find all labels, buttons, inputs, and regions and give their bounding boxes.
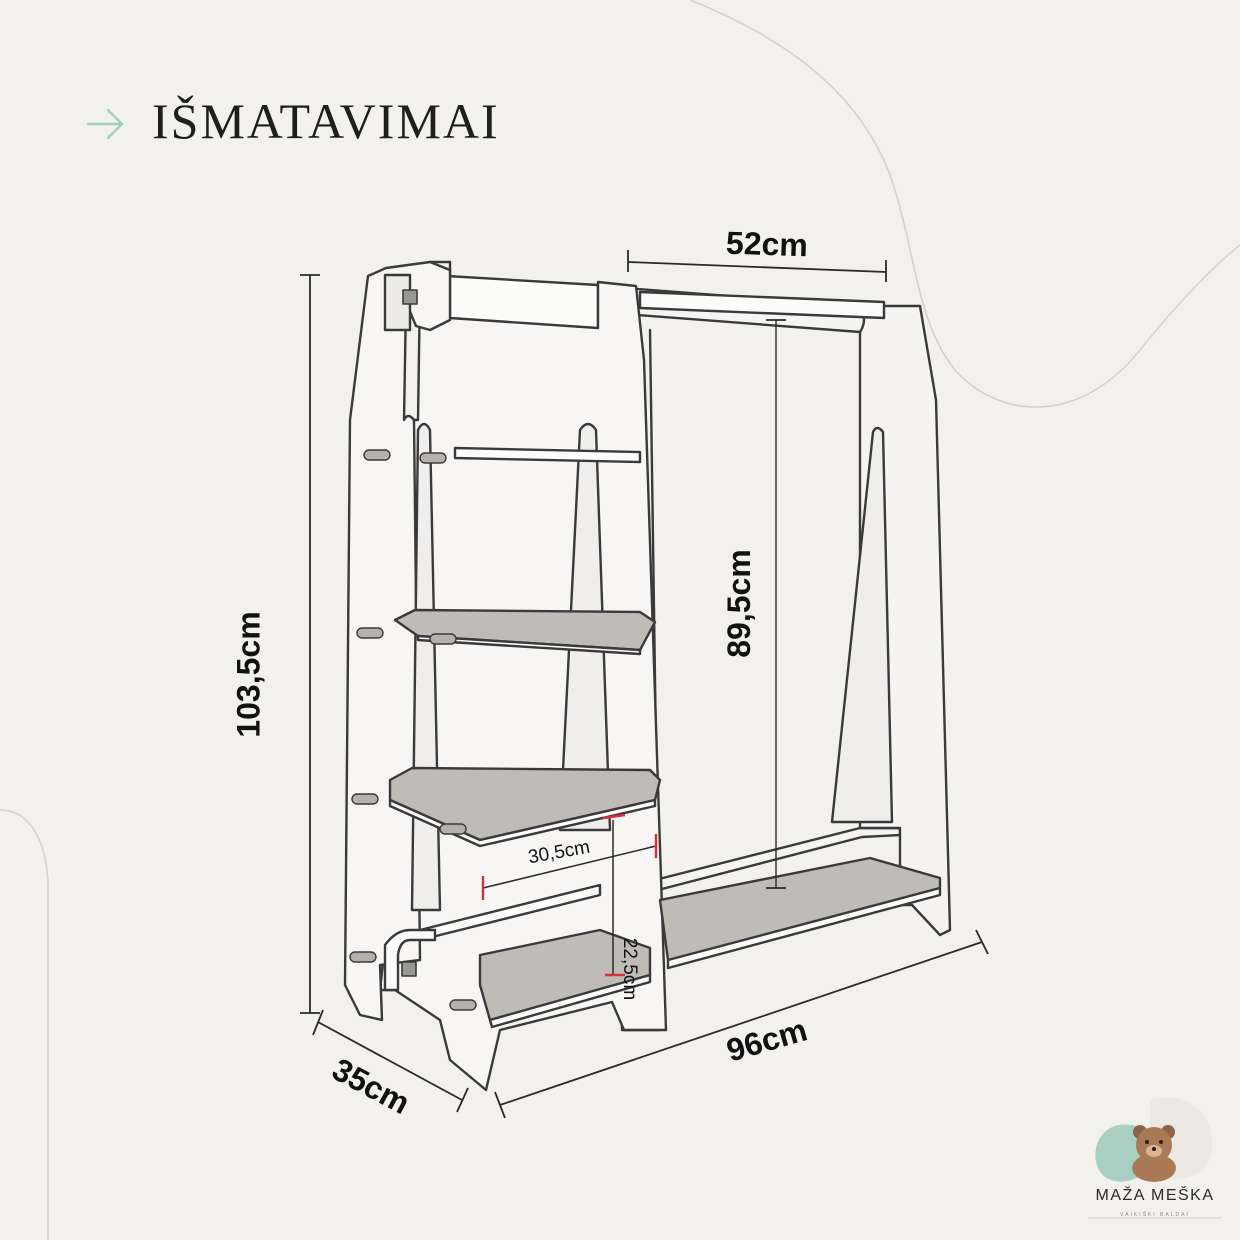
dimension-lines	[300, 250, 989, 1119]
total-height-label: 103,5cm	[230, 611, 267, 738]
brand-tagline: VAIKIŠKI BALDAI	[1120, 1212, 1190, 1218]
brand-name: MAŽA MEŠKA	[1095, 1187, 1215, 1204]
title-arrow-icon	[86, 108, 124, 140]
arrow-right-icon	[86, 101, 126, 141]
rail-width-label: 52cm	[725, 224, 809, 264]
title-block: IŠMATAVIMAI	[86, 92, 500, 150]
rack-drawing	[343, 260, 952, 1092]
page-title: IŠMATAVIMAI	[152, 93, 500, 149]
hanging-height-label: 89,5cm	[720, 549, 757, 658]
shelf-gap-label: 22,5cm	[619, 937, 641, 1001]
bear-icon	[1132, 1125, 1176, 1182]
brand-logo	[1088, 1097, 1222, 1219]
shelf-measurements	[481, 813, 658, 977]
